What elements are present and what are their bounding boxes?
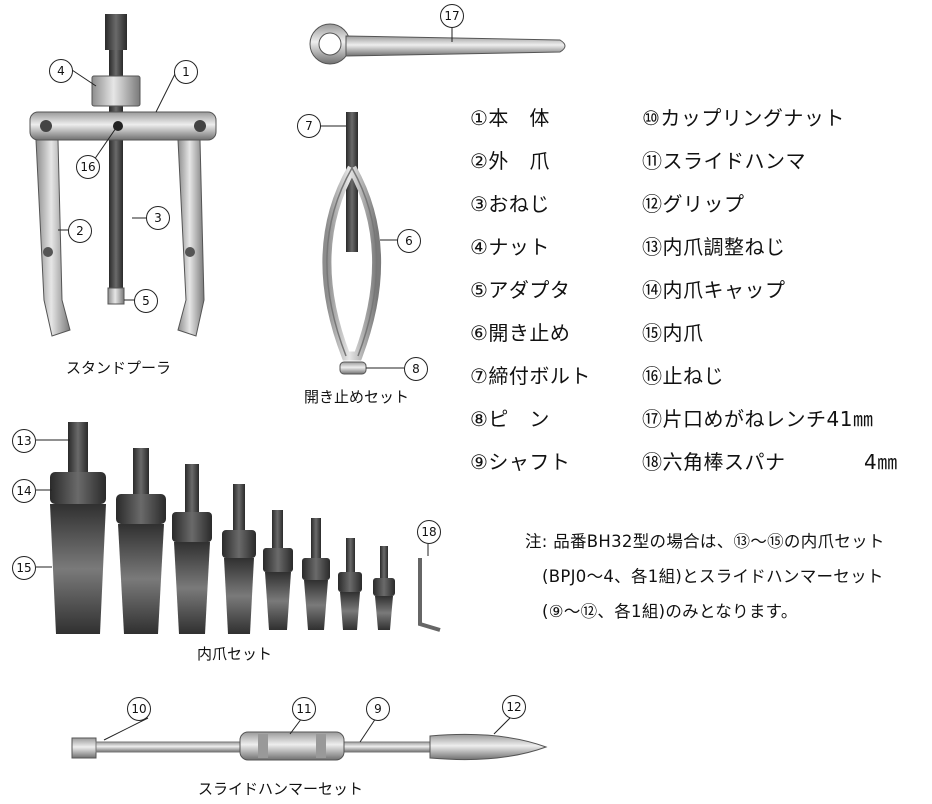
part-18-size: 4㎜ — [864, 450, 898, 474]
callout-11: 11 — [292, 697, 316, 721]
part-item: ⑦締付ボルト — [470, 364, 591, 388]
part-item: ⑪スライドハンマ — [642, 149, 806, 173]
part-item: ②外 爪 — [470, 149, 550, 173]
callout-17: 17 — [440, 4, 464, 28]
part-item: ⑩カップリングナット — [642, 106, 845, 130]
inner-jaw-2 — [116, 448, 166, 634]
callout-13: 13 — [12, 429, 36, 453]
caption-inner-jaw-set: 内爪セット — [197, 645, 273, 663]
inner-jaw-7 — [338, 538, 362, 630]
callout-7: 7 — [297, 114, 321, 138]
caption-spreader-set: 開き止めセット — [304, 388, 410, 406]
ring-spanner-illustration — [309, 23, 566, 65]
part-item: ⑥開き止め — [470, 321, 571, 345]
part-item: ④ナット — [470, 235, 550, 259]
callout-1: 1 — [174, 60, 198, 84]
callout-14: 14 — [12, 479, 36, 503]
part-item: ⑬内爪調整ねじ — [642, 235, 786, 259]
part-item: ⑨シャフト — [470, 450, 571, 474]
inner-jaw-5 — [263, 510, 293, 630]
hex-key — [418, 558, 441, 632]
spreader-set-illustration — [320, 112, 404, 375]
callout-2: 2 — [68, 219, 92, 243]
inner-jaw-8 — [373, 546, 395, 630]
part-item: ⑱六角棒スパナ — [642, 450, 786, 474]
callout-6: 6 — [397, 229, 421, 253]
inner-jaw-1 — [50, 422, 106, 634]
slide-hammer-illustration — [71, 715, 548, 761]
part-item: ⑰片口めがねレンチ41㎜ — [642, 407, 874, 431]
callout-4: 4 — [49, 59, 73, 83]
part-item: ①本 体 — [470, 106, 550, 130]
callout-8: 8 — [404, 357, 428, 381]
stand-puller-illustration — [29, 14, 217, 337]
callout-5: 5 — [134, 289, 158, 313]
inner-jaw-3 — [172, 464, 212, 634]
callout-9: 9 — [366, 697, 390, 721]
callout-12: 12 — [502, 695, 526, 719]
caption-slide-hammer-set: スライドハンマーセット — [198, 780, 364, 798]
callout-16: 16 — [76, 155, 100, 179]
note-line-1: 注: 品番BH32型の場合は、⑬～⑮の内爪セット — [525, 532, 885, 551]
inner-jaw-set-illustration — [36, 422, 441, 634]
part-item: ⑫グリップ — [642, 192, 745, 216]
callout-18: 18 — [417, 520, 441, 544]
caption-stand-puller: スタンドプーラ — [66, 359, 172, 377]
callout-3: 3 — [146, 206, 170, 230]
inner-jaw-6 — [302, 518, 330, 630]
inner-jaw-4 — [222, 484, 256, 634]
part-item: ③おねじ — [470, 192, 550, 216]
callout-15: 15 — [12, 556, 36, 580]
part-item: ⑧ピ ン — [470, 407, 550, 431]
callout-10: 10 — [127, 697, 151, 721]
part-item: ⑮内爪 — [642, 321, 704, 345]
part-item: ⑤アダプタ — [470, 278, 571, 302]
note-line-2: (BPJ0～4、各1組)とスライドハンマーセット — [542, 567, 884, 586]
part-item: ⑯止ねじ — [642, 364, 724, 388]
part-item: ⑭内爪キャップ — [642, 278, 786, 302]
note-line-3: (⑨～⑫、各1組)のみとなります。 — [542, 602, 798, 621]
